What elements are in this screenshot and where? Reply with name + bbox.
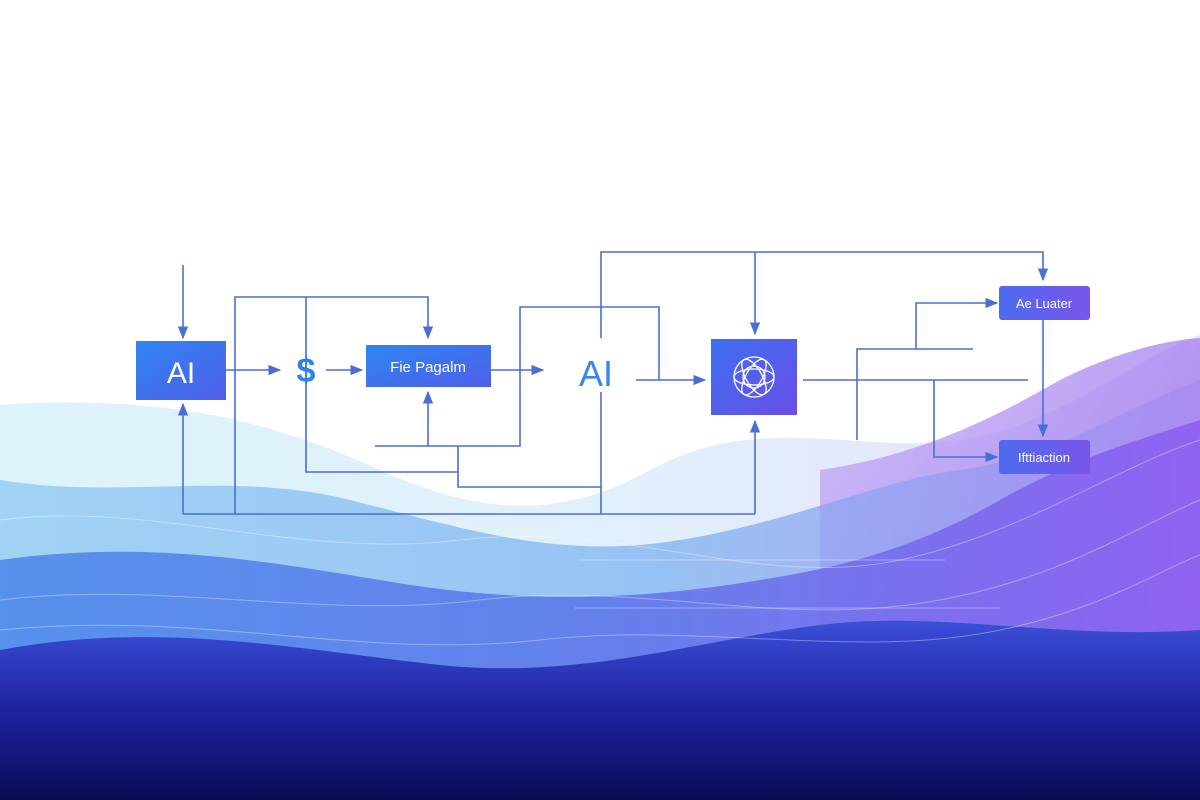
top-right-node[interactable]: Ae Luater bbox=[999, 286, 1090, 320]
program-node[interactable]: Fie Pagalm bbox=[366, 345, 491, 387]
network-node[interactable] bbox=[711, 339, 797, 415]
dollar-icon: $ bbox=[297, 352, 316, 390]
ai-node-label: AI bbox=[167, 357, 195, 390]
ai-text-node: AI bbox=[579, 353, 613, 394]
top-right-node-label: Ae Luater bbox=[1016, 296, 1073, 311]
network-sphere-icon bbox=[733, 356, 775, 398]
bottom-right-node[interactable]: Ifttiaction bbox=[999, 440, 1090, 474]
ai-node[interactable]: AI bbox=[136, 341, 226, 400]
bottom-right-node-label: Ifttiaction bbox=[1018, 450, 1070, 465]
program-node-label: Fie Pagalm bbox=[390, 359, 466, 376]
connector-lines bbox=[177, 251, 1049, 515]
